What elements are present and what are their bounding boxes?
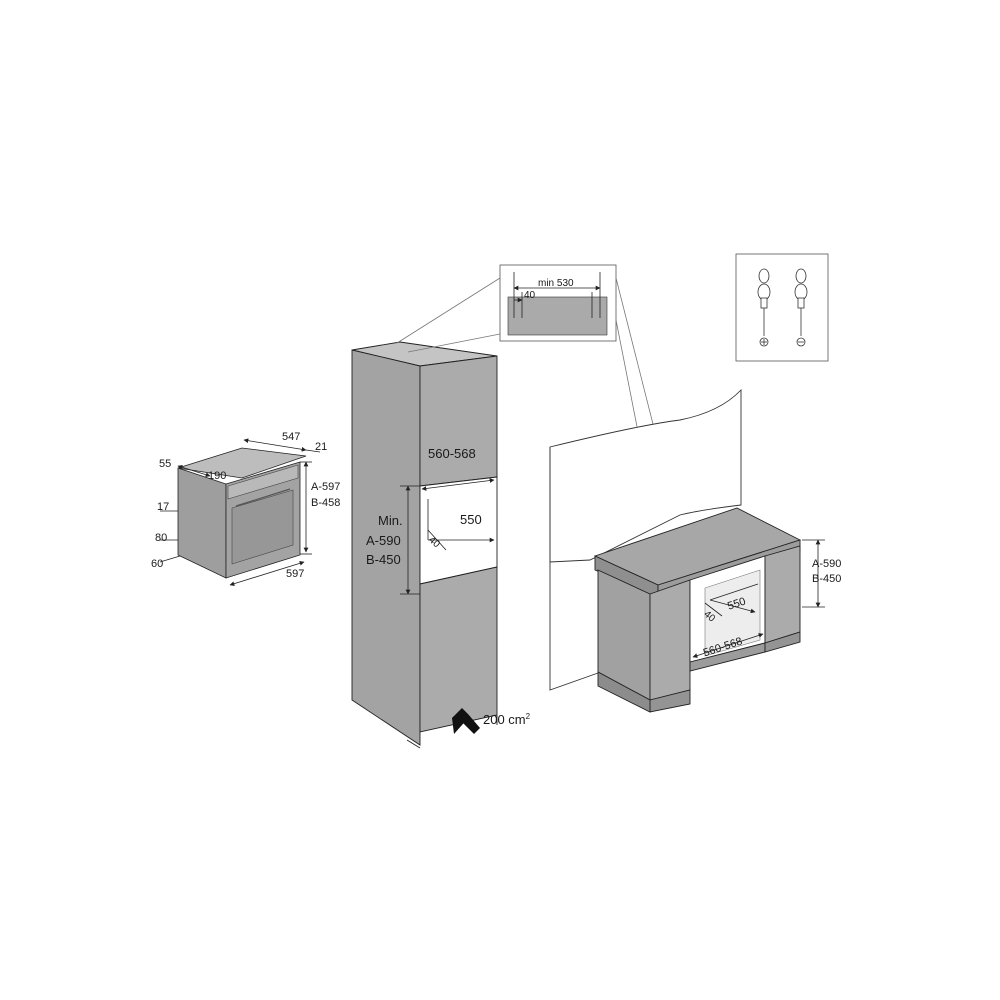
tall-cabinet-side <box>351 349 421 746</box>
tall-cabinet-niche <box>419 476 498 585</box>
under-counter-dimensions <box>692 539 825 658</box>
cabinet-plinth-side <box>597 671 651 713</box>
tall-cabinet-height-a-label: A-590 <box>366 533 401 548</box>
vent-area-label: 200 cm2 <box>483 712 531 727</box>
oven-drawing <box>177 447 307 579</box>
detail-panel <box>507 296 608 336</box>
vent-arrow <box>452 708 480 734</box>
oven-80-label: 80 <box>155 532 167 544</box>
tall-cabinet-height-b-label: B-450 <box>366 552 401 567</box>
oven-side-label: 55 <box>159 458 171 470</box>
oven-depth-label: 547 <box>282 431 300 443</box>
oven-top-gap-label: 21 <box>315 441 327 453</box>
under-counter-depth-label: 550 <box>726 596 747 613</box>
oven-width-label: 597 <box>286 568 304 580</box>
oven-side <box>177 467 227 579</box>
tall-cabinet-min-label: Min. <box>378 513 403 528</box>
tall-cabinet-lower-door <box>419 566 498 733</box>
under-counter-height-a-label: A-590 <box>812 558 841 570</box>
cabinet-right-front <box>764 545 801 644</box>
oven-dimensions <box>159 438 321 587</box>
oven-control-panel <box>227 464 299 500</box>
oven-handle <box>235 488 291 507</box>
under-counter-height-b-label: B-450 <box>812 573 841 585</box>
tall-cabinet <box>351 341 498 749</box>
wall-sheet <box>549 388 742 691</box>
oven-height-b-label: B-458 <box>311 497 340 509</box>
oven-60-label: 60 <box>151 558 163 570</box>
oven-depth-190-label: 190 <box>208 470 226 482</box>
phillips-screwdriver-icon <box>757 268 771 347</box>
tall-cabinet-dimensions <box>400 478 495 595</box>
screwdriver-inset <box>735 253 829 362</box>
cabinet-left-front <box>649 579 691 701</box>
tall-cabinet-depth-label: 550 <box>460 512 482 527</box>
oven-17-label: 17 <box>157 501 169 513</box>
oven-door-window <box>231 489 294 565</box>
flat-screwdriver-icon <box>794 268 808 347</box>
cabinet-plinth-right <box>764 631 801 653</box>
detail-inset <box>396 264 677 519</box>
tall-cabinet-upper-door <box>419 355 498 487</box>
detail-dimensions <box>513 272 601 318</box>
oven-height-a-label: A-597 <box>311 481 340 493</box>
tall-cabinet-width-label: 560-568 <box>428 446 476 461</box>
detail-gap-label: 40 <box>524 290 536 301</box>
detail-min-width-label: min 530 <box>538 278 574 289</box>
